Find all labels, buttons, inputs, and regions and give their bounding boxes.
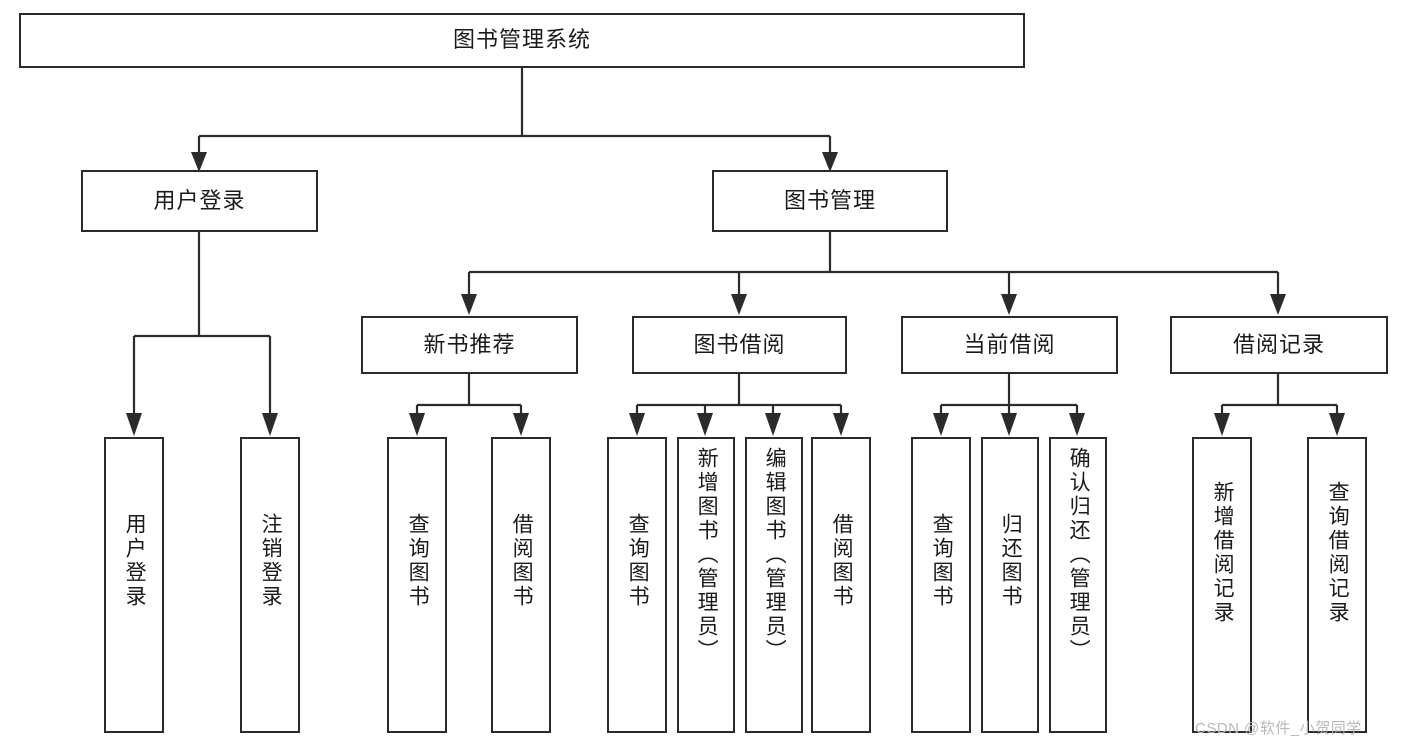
node-label: 查询图书 xyxy=(406,513,430,609)
node-label: 图书管理 xyxy=(783,187,876,213)
node-label: 新书推荐 xyxy=(423,331,516,357)
arrowhead-leaf-query-book-2 xyxy=(629,413,645,436)
arrowhead-user-login xyxy=(191,152,207,172)
arrowhead-leaf-logout xyxy=(262,413,278,436)
node-book-management[interactable]: 图书管理 xyxy=(712,170,948,232)
node-label: 借阅图书 xyxy=(830,513,854,609)
node-label: 编辑图书（管理员） xyxy=(763,447,787,663)
node-book-borrow[interactable]: 图书借阅 xyxy=(632,316,847,374)
node-label: 查询图书 xyxy=(626,513,650,609)
node-new-book-recommend[interactable]: 新书推荐 xyxy=(361,316,578,374)
leaf-add-book-admin[interactable]: 新增图书（管理员） xyxy=(677,437,735,733)
watermark-text: CSDN @软件_小贺同学 xyxy=(1195,720,1362,737)
leaf-query-book-current[interactable]: 查询图书 xyxy=(911,437,971,733)
arrowhead-book-manage xyxy=(822,152,838,172)
leaf-logout[interactable]: 注销登录 xyxy=(240,437,300,733)
node-user-login[interactable]: 用户登录 xyxy=(81,170,318,232)
leaf-query-book-recommend[interactable]: 查询图书 xyxy=(387,437,447,733)
arrowhead-borrow-record xyxy=(1270,294,1286,315)
arrowhead-leaf-add-book xyxy=(697,413,713,436)
arrowhead-leaf-return-book xyxy=(1001,413,1017,436)
node-label: 借阅记录 xyxy=(1232,331,1325,357)
node-label: 查询图书 xyxy=(930,513,954,609)
leaf-return-book[interactable]: 归还图书 xyxy=(981,437,1039,733)
leaf-edit-book-admin[interactable]: 编辑图书（管理员） xyxy=(745,437,803,733)
arrowhead-leaf-query-record xyxy=(1329,413,1345,436)
node-label: 归还图书 xyxy=(999,513,1023,609)
leaf-borrow-book[interactable]: 借阅图书 xyxy=(811,437,871,733)
node-label: 用户登录 xyxy=(123,513,147,609)
node-label: 当前借阅 xyxy=(963,331,1056,357)
node-label: 查询借阅记录 xyxy=(1326,481,1350,625)
node-borrow-record[interactable]: 借阅记录 xyxy=(1170,316,1388,374)
node-label: 确认归还（管理员） xyxy=(1067,447,1091,663)
arrowhead-leaf-borrow-book-1 xyxy=(513,413,529,436)
node-label: 用户登录 xyxy=(153,187,246,213)
node-label: 借阅图书 xyxy=(510,513,534,609)
leaf-query-borrow-record[interactable]: 查询借阅记录 xyxy=(1307,437,1367,733)
node-label: 新增借阅记录 xyxy=(1211,481,1235,625)
node-label: 图书管理系统 xyxy=(452,27,591,53)
leaf-confirm-return-admin[interactable]: 确认归还（管理员） xyxy=(1049,437,1107,733)
leaf-borrow-book-recommend[interactable]: 借阅图书 xyxy=(491,437,551,733)
arrowhead-leaf-confirm-return xyxy=(1069,413,1085,436)
node-label: 新增图书（管理员） xyxy=(695,447,719,663)
leaf-user-login[interactable]: 用户登录 xyxy=(104,437,164,733)
arrowhead-current-borrow xyxy=(1001,294,1017,315)
node-current-borrow[interactable]: 当前借阅 xyxy=(901,316,1118,374)
arrowhead-leaf-user-login xyxy=(126,413,142,436)
arrowhead-leaf-add-record xyxy=(1214,413,1230,436)
leaf-add-borrow-record[interactable]: 新增借阅记录 xyxy=(1192,437,1252,733)
node-label: 图书借阅 xyxy=(693,331,786,357)
arrowhead-book-borrow xyxy=(731,294,747,315)
arrowhead-new-book-recommend xyxy=(461,294,477,315)
leaf-query-book-borrow[interactable]: 查询图书 xyxy=(607,437,667,733)
arrowhead-leaf-query-book-3 xyxy=(933,413,949,436)
arrowhead-leaf-edit-book xyxy=(765,413,781,436)
node-root-system[interactable]: 图书管理系统 xyxy=(19,13,1025,68)
arrowhead-leaf-borrow-book-2 xyxy=(833,413,849,436)
arrowhead-leaf-query-book-1 xyxy=(409,413,425,436)
node-label: 注销登录 xyxy=(259,513,283,609)
